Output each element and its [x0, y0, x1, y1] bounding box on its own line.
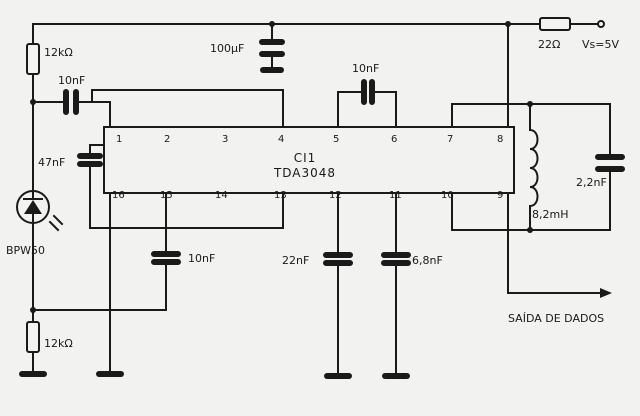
ic-part: TDA3048: [273, 166, 336, 180]
label-c-pin12: 22nF: [282, 254, 309, 267]
label-c-left: 47nF: [38, 156, 65, 169]
pin15-wire: [32, 192, 167, 311]
capacitor-100uf: [259, 39, 285, 57]
resistor-12k-bottom: [26, 321, 40, 353]
capacitor-47nf: [77, 153, 103, 167]
capacitor-10nf-pins56: [361, 79, 375, 105]
label-output: SAÍDA DE DADOS: [508, 312, 604, 325]
supply-terminal: [597, 20, 605, 28]
pin-label: 12: [329, 190, 342, 201]
pin-label: 9: [497, 190, 503, 201]
label-c-tank: 2,2nF: [576, 176, 607, 189]
capacitor-22nf: [323, 252, 353, 266]
c-56-wire: [337, 91, 397, 128]
pin-label: 6: [391, 134, 397, 145]
pin-label: 3: [222, 134, 228, 145]
pin-label: 7: [447, 134, 453, 145]
label-l-tank: 8,2mH: [532, 208, 568, 221]
resistor-12k-top: [26, 43, 40, 75]
label-r-bottom: 12kΩ: [44, 337, 73, 350]
capacitor-10nf-pin1: [63, 89, 79, 115]
label-r-top: 12kΩ: [44, 46, 73, 59]
ic-body: [103, 126, 515, 194]
pin-label: 13: [274, 190, 287, 201]
pin-label: 16: [112, 190, 125, 201]
photodiode-icon: [24, 200, 42, 214]
pin-label: 8: [497, 134, 503, 145]
label-r-supply: 22Ω: [538, 38, 560, 51]
c-pin1-wire: [32, 101, 111, 128]
pin4-loop: [91, 89, 284, 128]
label-c-pin1: 10nF: [58, 74, 85, 87]
pin-label: 2: [164, 134, 170, 145]
inductor-8-2mh: [528, 128, 539, 208]
label-c-pin11: 6,8nF: [412, 254, 443, 267]
ic-name: CI1: [294, 151, 317, 165]
capacitor-10nf-pin15: [151, 251, 181, 265]
pin-label: 10: [441, 190, 454, 201]
resistor-22ohm: [539, 17, 571, 31]
photodiode-leads: [23, 189, 43, 227]
label-c-56: 10nF: [352, 62, 379, 75]
label-c-bulk: 100µF: [210, 42, 244, 55]
output-wire: [507, 192, 601, 294]
capacitor-6-8nf: [381, 252, 411, 266]
capacitor-2-2nf: [595, 154, 625, 172]
pin-label: 4: [278, 134, 284, 145]
pin-label: 5: [333, 134, 339, 145]
output-arrow-icon: [600, 288, 612, 298]
light-arrows-icon: [48, 214, 64, 232]
pin-label: 1: [116, 134, 122, 145]
pin-label: 14: [215, 190, 228, 201]
label-diode: BPW50: [6, 244, 45, 257]
label-supply: Vs=5V: [582, 38, 619, 51]
label-c-pin15: 10nF: [188, 252, 215, 265]
